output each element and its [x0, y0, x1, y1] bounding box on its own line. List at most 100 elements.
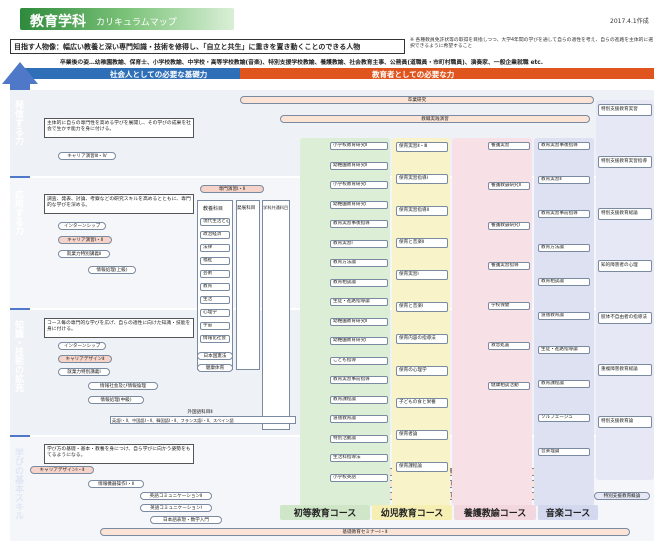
- career-item: 日本語表現・数学入門: [150, 516, 222, 524]
- subject-item: 保育実習Ⅰ: [396, 270, 448, 280]
- kyouyou-item: 法律: [200, 244, 230, 252]
- gakka-column: [262, 200, 290, 430]
- subject-item: 重複障害教育総論: [598, 364, 652, 376]
- career-item: インターンシップ: [58, 222, 106, 230]
- subject-item: ソルフェージュ: [538, 414, 590, 422]
- subject-item: 小学校教育研究Ⅰ: [330, 181, 388, 189]
- stage-label-2: 応用する力: [13, 190, 23, 235]
- thesis-bar: 卒業研究: [240, 96, 594, 104]
- subject-item: 教育実習事前指導: [538, 210, 590, 218]
- subject-item: 保育と音楽Ⅰ: [396, 302, 448, 312]
- senmon-bar: 専門演習Ⅰ・Ⅱ: [200, 185, 264, 193]
- subject-item: 幼稚園教育研究Ⅰ: [330, 200, 388, 209]
- subject-item: 教育課程論: [330, 395, 388, 404]
- subject-item: 教育実習Ⅱ: [538, 176, 590, 184]
- career-item: 情報社会及び情報倫理: [88, 382, 158, 390]
- career-item: インターンシップ: [58, 342, 106, 350]
- banner-right-label: 教育者としての必要な力: [372, 70, 455, 79]
- subject-item: 保育実習指導Ⅱ: [396, 206, 448, 216]
- career-item: キャリア演習Ⅲ・Ⅳ: [58, 152, 116, 160]
- career-item: 情報処理(中級): [88, 396, 144, 404]
- subject-item: 特別支援教育実習指導: [598, 156, 652, 168]
- header-bar: [20, 8, 234, 30]
- subject-item: 教育実習事前指導: [330, 376, 388, 384]
- career-item: 就業力特別講義Ⅱ: [58, 250, 110, 258]
- subject-item: こども指導: [330, 356, 388, 365]
- subject-item: 養護実習: [488, 142, 530, 150]
- practice-bar: 教職実践演習: [280, 115, 590, 123]
- course-music: 音楽コース: [538, 505, 598, 520]
- stage-label-4: 学びの基本スキル: [13, 448, 23, 520]
- subject-item: 生徒・進路指導論: [330, 298, 388, 306]
- subject-item: 特別活動論: [330, 434, 388, 443]
- career-item: キャリアデザインⅡ: [58, 355, 112, 363]
- subject-item: 教育相談論: [330, 278, 388, 287]
- subject-item: 保育課程論: [396, 462, 448, 472]
- banner-left: [24, 68, 364, 79]
- kyouyou-item: 心理学: [200, 309, 230, 317]
- subject-item: 道徳教育論: [538, 312, 590, 320]
- subject-item: 養護教諭研究Ⅰ: [488, 222, 530, 230]
- banner-right: [240, 68, 654, 79]
- kyouyou-item: 現代生活と心の健康: [200, 218, 230, 226]
- subject-item: 幼稚園教育研究Ⅰ: [330, 337, 388, 345]
- kyouyou-item: 教育: [200, 283, 230, 291]
- stage-label-3: 知識・技能の拡充: [13, 320, 23, 392]
- created-date: 2017.4.1作成: [610, 18, 649, 25]
- subject-item: 肢体不自由者の指導法: [598, 312, 652, 324]
- subject-item: 幼稚園教育研究Ⅱ: [330, 161, 388, 170]
- course-early-column: [392, 138, 450, 506]
- subject-item: 養護教諭研究Ⅱ: [488, 182, 530, 190]
- career-item: キャリア演習Ⅰ・Ⅱ: [58, 236, 112, 244]
- course-early: 幼児教育コース: [372, 505, 452, 520]
- subject-item: 保育と音楽Ⅱ: [396, 238, 448, 248]
- subject-item: 教育実習事後指導: [330, 220, 388, 228]
- subject-item: 保育者論: [396, 430, 448, 440]
- subject-item: 保育内容の指導法: [396, 334, 448, 344]
- subject-item: 小学校英語: [330, 473, 388, 482]
- career-item: 就業力特別講義Ⅰ: [58, 368, 110, 376]
- gaikokugo-title: 外国語科目Ⅱ: [187, 409, 213, 415]
- course-music-column: [534, 138, 594, 506]
- subject-item: 養護実習指導: [488, 262, 530, 270]
- kyouyou-item: 政治経済: [200, 231, 230, 239]
- career-item: 情報処理(上級): [88, 266, 136, 274]
- subject-item: 健康相談活動: [488, 382, 530, 390]
- banner-left-label: 社会人としての必要な基礎力: [110, 70, 208, 79]
- subject-item: 教育方法論: [538, 244, 590, 252]
- subject-item: 教育方法論: [330, 259, 388, 267]
- career-item: 情報機器操作Ⅰ・Ⅱ: [88, 480, 144, 488]
- subject-item: 救急処置: [488, 342, 530, 350]
- hatten-title: 発展科目: [237, 206, 256, 211]
- kyouyou-item: 情報化社会: [200, 335, 230, 343]
- subject-item: 幼稚園教育研究Ⅱ: [330, 317, 388, 326]
- subject-item: 特別支援教育実習: [598, 104, 652, 116]
- stage-desc-4: 学び方の基礎・基本・教養を身につけ、自ら学びに向かう姿勢をもてるようになる。: [44, 444, 194, 464]
- subject-item: 教育実習事後指導: [538, 142, 590, 150]
- kyouyou-item: 芸術: [200, 270, 230, 278]
- gakka-title: 学科共通科目: [263, 205, 289, 210]
- gaikokugo-list: 英語Ⅰ・Ⅱ、中国語Ⅰ・Ⅱ、韓国語Ⅰ・Ⅱ、フランス語Ⅰ・Ⅱ、スペイン語: [110, 416, 296, 424]
- kenpo-box: 日本国憲法: [197, 352, 233, 360]
- kenko-box: 健康体育: [197, 364, 233, 372]
- subject-item: 生活科指導法: [330, 454, 388, 462]
- subject-item: 教育課程論: [538, 380, 590, 388]
- course-nurse-column: [452, 138, 532, 506]
- subject-item: 小学校教育研究Ⅱ: [330, 142, 388, 150]
- subject-item: 学校保健: [488, 302, 530, 310]
- stage-label-1: 発信する力: [13, 100, 23, 145]
- kyouyou-item: 宇宙: [200, 322, 230, 330]
- subject-item: 保育実習指導Ⅰ: [396, 174, 448, 184]
- subject-item: 教育相談論: [538, 278, 590, 286]
- hatten-column: [236, 200, 260, 370]
- subject-item: 知的障害者の心理: [598, 260, 652, 272]
- goal-box: [10, 39, 405, 54]
- subject-item: 特別支援教育論: [598, 416, 652, 428]
- subject-item: 子どもの食と栄養: [396, 398, 448, 408]
- special-right-bar: 特別支援教育概論: [594, 492, 650, 500]
- course-elementary: 初等教育コース: [280, 505, 370, 520]
- page-title: 教育学科: [30, 14, 86, 30]
- subject-item: 保育実習Ⅱ・Ⅲ: [396, 142, 448, 152]
- subject-item: 道徳教育論: [330, 415, 388, 423]
